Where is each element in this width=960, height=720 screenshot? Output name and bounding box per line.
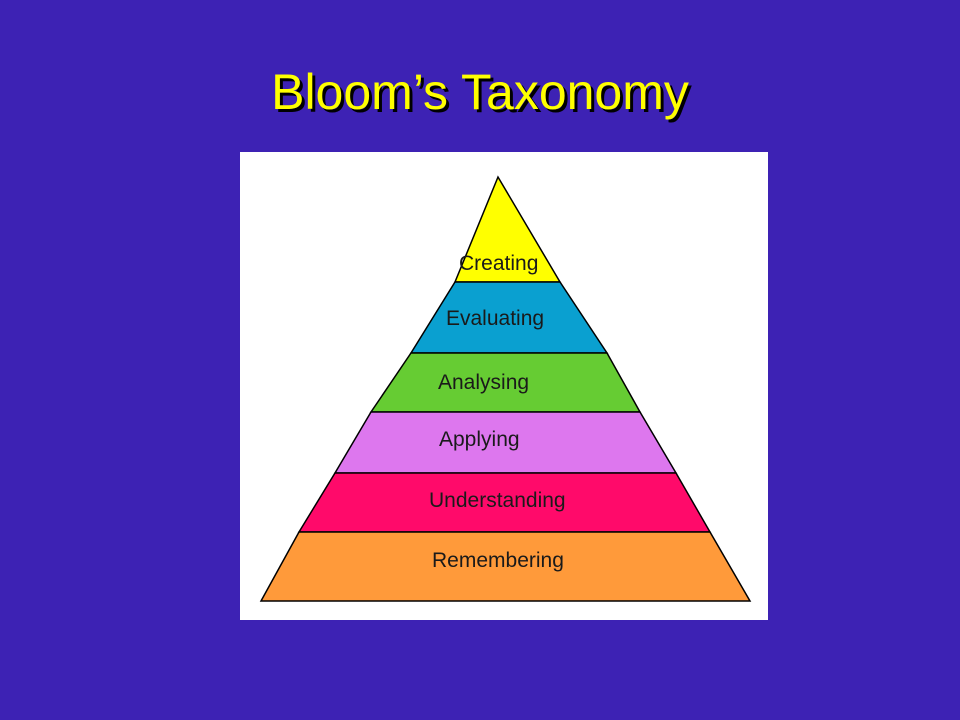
diagram-panel: Creating Evaluating Analysing Applying U… bbox=[240, 152, 768, 620]
level-analysing: Analysing bbox=[369, 352, 642, 413]
level-applying-label: Applying bbox=[439, 428, 520, 451]
level-remembering-label: Remembering bbox=[432, 549, 564, 572]
level-evaluating-label: Evaluating bbox=[446, 307, 544, 330]
level-creating-label: Creating bbox=[459, 252, 538, 275]
level-analysing-label: Analysing bbox=[438, 371, 529, 394]
bloom-pyramid: Creating Evaluating Analysing Applying U… bbox=[259, 175, 752, 602]
level-remembering-band bbox=[259, 531, 752, 602]
slide-title: Bloom’s Taxonomy bbox=[271, 64, 689, 120]
level-creating: Creating bbox=[453, 175, 562, 283]
level-applying: Applying bbox=[333, 411, 678, 474]
level-evaluating: Evaluating bbox=[409, 281, 609, 354]
level-understanding-label: Understanding bbox=[429, 489, 566, 512]
level-remembering: Remembering bbox=[259, 531, 752, 602]
level-understanding: Understanding bbox=[297, 472, 712, 533]
